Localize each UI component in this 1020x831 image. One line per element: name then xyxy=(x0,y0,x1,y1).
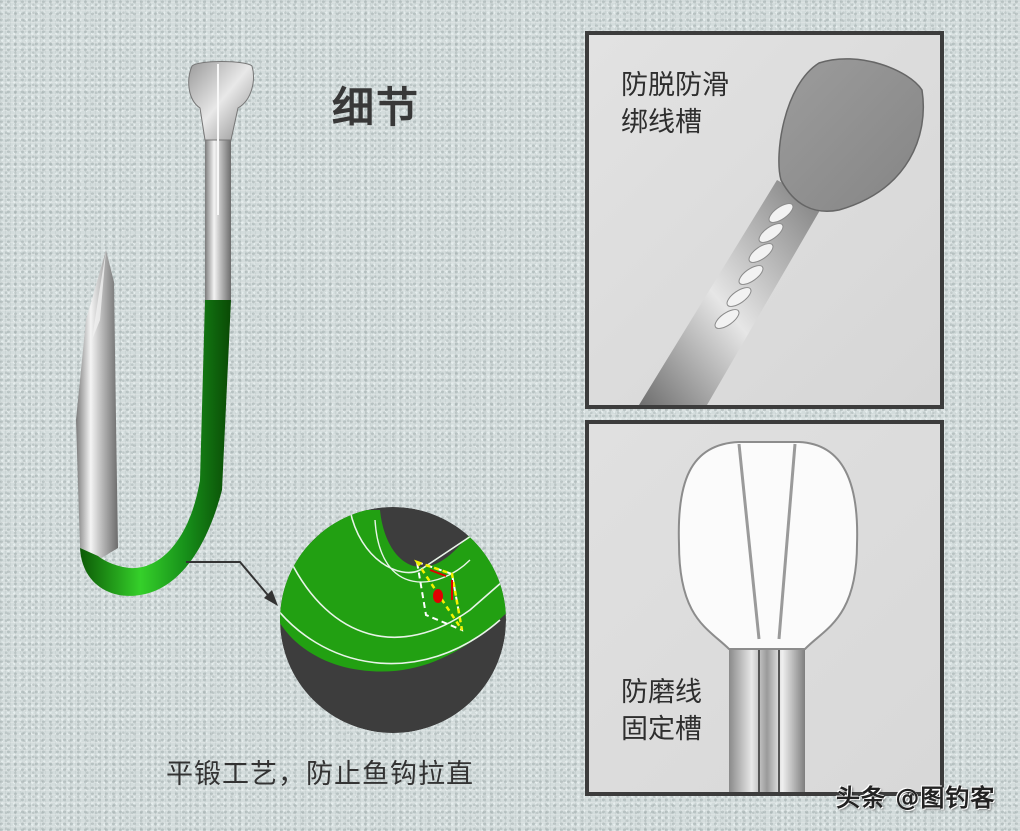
panel-top-label: 防脱防滑 绑线槽 xyxy=(621,70,729,138)
fish-hook-illustration xyxy=(76,61,506,733)
forging-detail-circle xyxy=(280,507,506,733)
callout-arrow xyxy=(186,561,278,606)
hook-eye-front-image xyxy=(677,441,859,792)
hook-shape xyxy=(76,61,254,596)
anti-wear-groove-panel: 防磨线 固定槽 xyxy=(585,420,944,796)
forging-caption: 平锻工艺，防止鱼钩拉直 xyxy=(166,759,474,790)
eye-groove-detail-panel: 防脱防滑 绑线槽 xyxy=(585,31,944,409)
hook-eye-grooves-image xyxy=(639,58,925,405)
page-title: 细节 xyxy=(332,83,421,132)
watermark: 头条 @图钓客 xyxy=(836,784,996,812)
panel-bottom-label: 防磨线 固定槽 xyxy=(621,677,702,745)
